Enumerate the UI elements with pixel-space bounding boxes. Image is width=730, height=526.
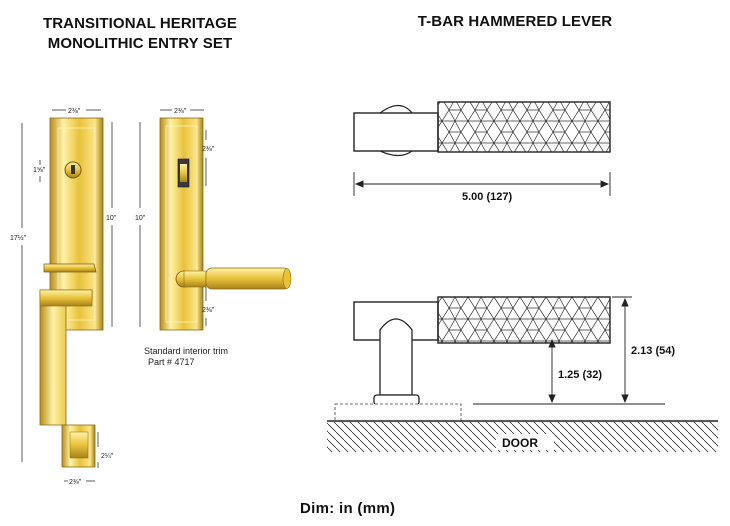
- interior-caption-line2: Part # 4717: [148, 357, 195, 367]
- lever-length-label: 5.00 (127): [462, 191, 512, 203]
- door-surface: [327, 420, 718, 452]
- left-title-line2: MONOLITHIC ENTRY SET: [47, 35, 233, 52]
- length-dimension: [353, 172, 611, 196]
- lever-total-height-label: 2.13 (54): [631, 345, 675, 357]
- label-exterior-bottom-width: 2⅜": [69, 479, 82, 486]
- lever-top-view: [353, 101, 611, 157]
- interior-caption-line1: Standard interior trim: [144, 346, 229, 356]
- door-prep-outline: [334, 403, 462, 422]
- lever-base-height-label: 1.25 (32): [558, 369, 602, 381]
- hammered-bar-side: [437, 296, 611, 344]
- right-title: T-BAR HAMMERED LEVER: [417, 13, 613, 30]
- hammered-bar-top: [437, 101, 611, 153]
- interior-lever: [205, 267, 291, 290]
- units-note: Dim: in (mm): [300, 500, 396, 517]
- exterior-handleset: [39, 117, 104, 468]
- lever-side-view: [334, 296, 611, 422]
- label-deadbolt-offset: 1⅝": [33, 167, 46, 174]
- exterior-dimension-lines: [21, 109, 113, 482]
- interior-trim: [159, 117, 292, 331]
- label-overall-height: 17½": [10, 234, 27, 242]
- label-interior-height: 10": [135, 215, 146, 222]
- left-title: TRANSITIONAL HERITAGE MONOLITHIC ENTRY S…: [20, 14, 260, 54]
- interior-plate: [159, 117, 204, 331]
- label-interior-width: 2⅜": [174, 108, 187, 115]
- door-label: DOOR: [502, 436, 538, 450]
- label-interior-turn-offset: 2⅜": [202, 146, 215, 153]
- label-exterior-top-width: 2⅜": [68, 108, 81, 115]
- left-title-line1: TRANSITIONAL HERITAGE: [42, 15, 238, 32]
- thumb-piece: [43, 263, 97, 273]
- height-dimensions: [473, 296, 665, 405]
- label-exterior-bottom-height: 2¼": [101, 453, 114, 460]
- label-exterior-plate-height: 10": [106, 215, 117, 222]
- label-interior-lever-offset: 2⅜": [202, 307, 215, 314]
- interior-dimension-lines: [139, 109, 207, 327]
- interior-caption: Standard interior trim Part # 4717: [144, 346, 228, 368]
- small-dimension-labels: 2⅜" 1⅝" 17½" 10" 2¼" 2⅜" 2⅜" 10" 2⅜" 2⅜": [10, 108, 215, 486]
